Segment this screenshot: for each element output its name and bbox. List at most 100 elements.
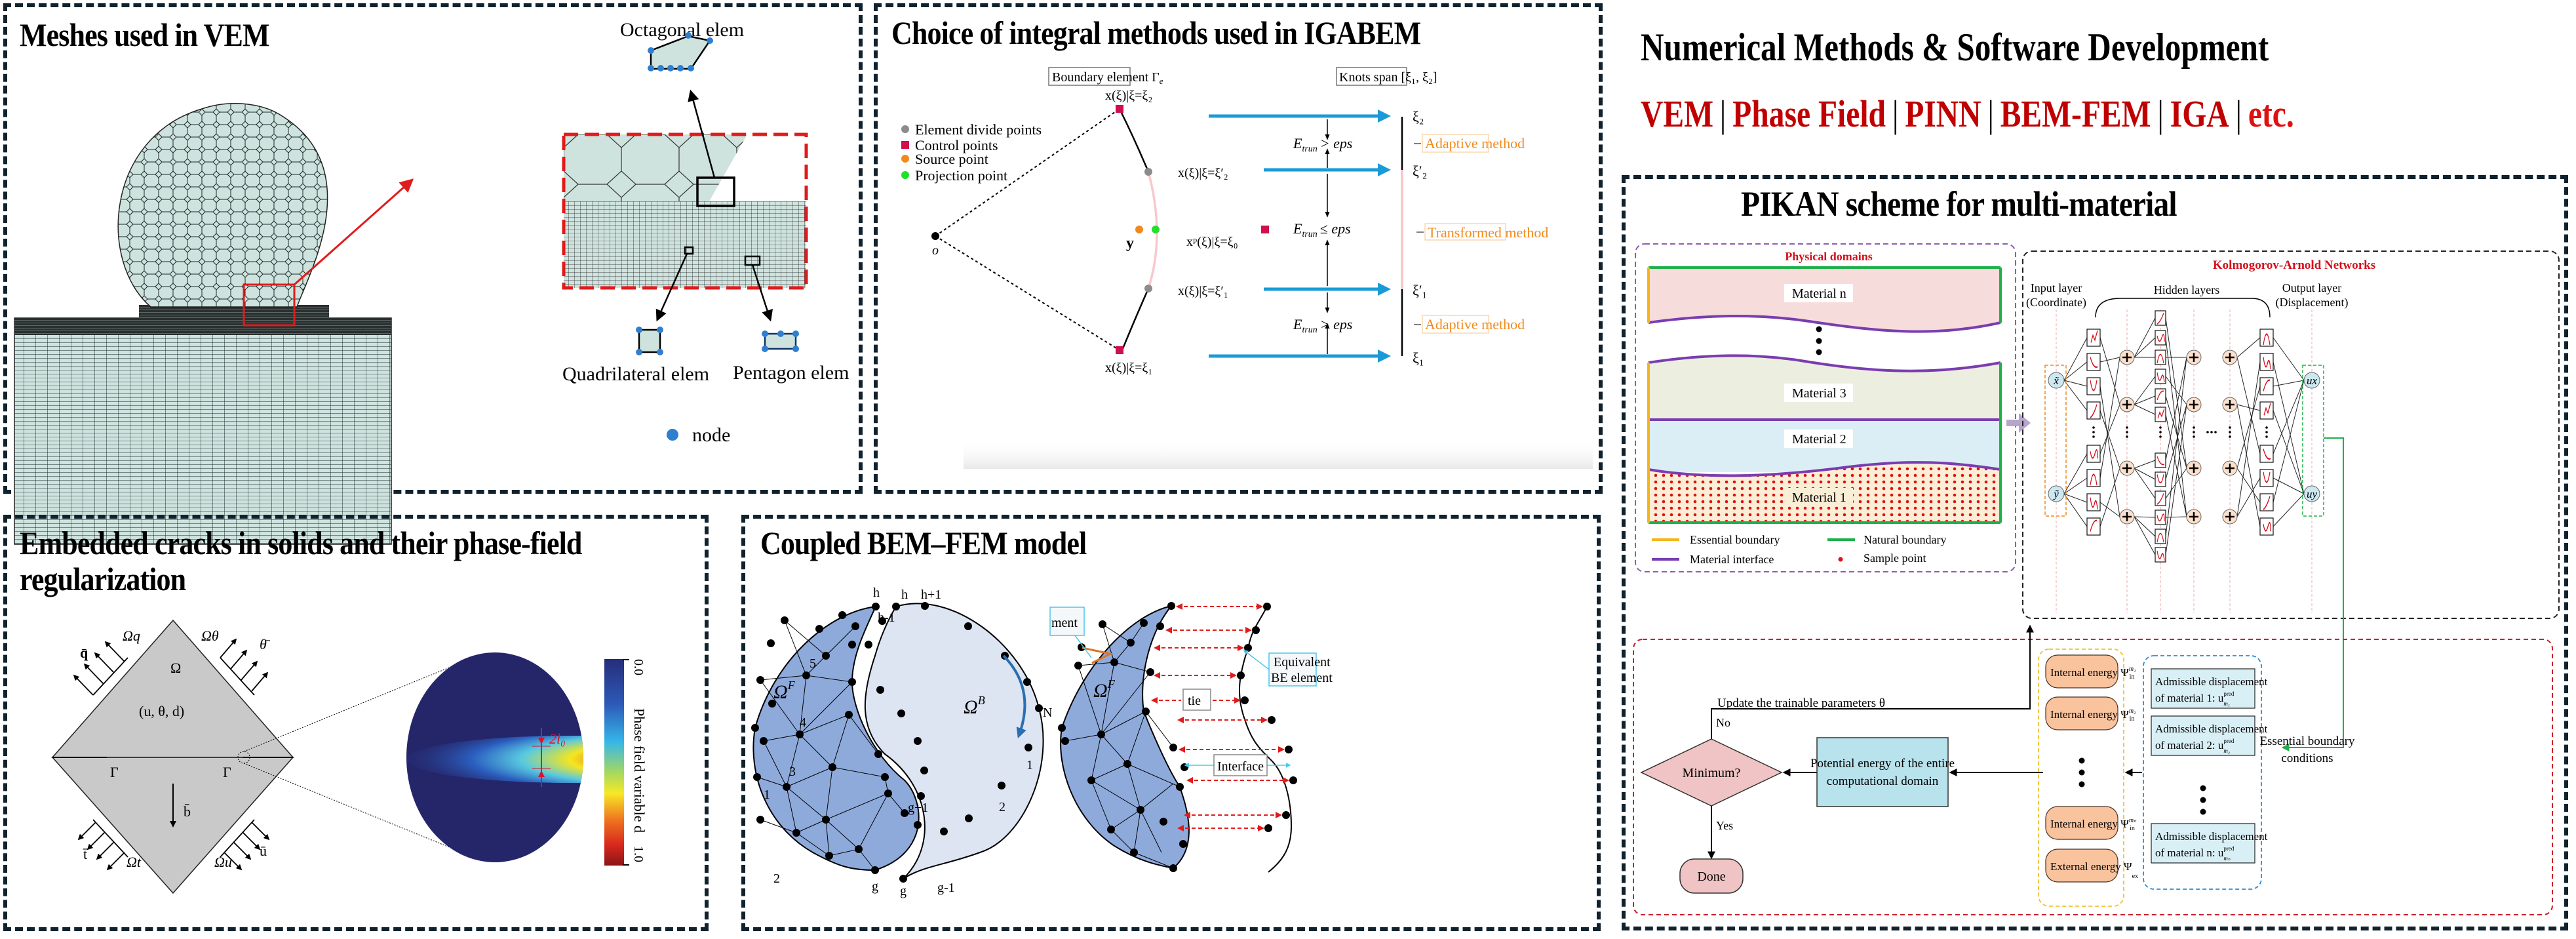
label-g: g (872, 879, 878, 894)
activation-box (2086, 377, 2101, 395)
essential-bc-line2: conditions (2281, 751, 2333, 765)
physical-legend: Essential boundary Natural boundary Mate… (1652, 533, 1946, 566)
plus-icon (2122, 353, 2132, 362)
kan-edge (2273, 380, 2305, 503)
colorbar: 0.0 1.0 Phase field variable d (604, 659, 648, 866)
activation-box (2259, 445, 2274, 463)
input-group-box (2044, 365, 2067, 517)
omega-f-right: ΩF (1093, 677, 1116, 702)
activation-box (2259, 469, 2274, 487)
plus-icon (2122, 464, 2132, 473)
zoom-arrow (294, 178, 414, 286)
element-callout-label: ment (1051, 616, 1078, 630)
activation-curve (2090, 449, 2098, 459)
input-layer-label: Input layer (2031, 281, 2082, 294)
origin-label: o (932, 243, 939, 258)
cond-2-op: ≤ eps (1320, 220, 1351, 237)
colorbar-label: Phase field variable d (631, 708, 648, 833)
radial-line-bottom (935, 235, 1120, 351)
material-1-label: Material 1 (1792, 490, 1846, 505)
ellipsis-dot (2126, 435, 2128, 438)
kan-edge (2165, 357, 2187, 461)
energies-ellipsis (2078, 757, 2085, 788)
activation-curve (2263, 333, 2271, 346)
kan-edge (2165, 404, 2187, 480)
material-n-label: Material n (1792, 287, 1846, 301)
kan-edge (2273, 380, 2305, 387)
output-layer-label: Output layer (2282, 281, 2341, 294)
ellipsis-dot (2092, 435, 2095, 438)
input-layer-sub: (Coordinate) (2026, 296, 2086, 310)
projection-point (1152, 226, 1160, 233)
material-labels: Material n Material 3 Material 2 Materia… (1784, 284, 1853, 506)
cracks-title-line1: Embedded cracks in solids and their phas… (20, 525, 582, 561)
material-3-label: Material 3 (1792, 386, 1846, 401)
activation-curve (2263, 449, 2271, 460)
control-point-top (1116, 105, 1123, 113)
bem-node-labels: h h+1 h-1 N 1 2 g+1 g g-1 (878, 588, 1052, 898)
panel-cracks (3, 515, 709, 931)
mapping-arrows (1209, 110, 1391, 363)
activation-box (2155, 350, 2166, 365)
activation-box (2086, 353, 2101, 371)
method-phase-field: Phase Field (1732, 92, 1886, 135)
potential-line2: computational domain (1827, 774, 1939, 788)
plus-icon (2122, 400, 2132, 409)
activation-box (2086, 493, 2101, 511)
fem-domain-left (752, 605, 920, 871)
ellipsis-dot (2265, 431, 2268, 433)
omega-label: Ω (170, 660, 181, 676)
activation-curve (2263, 522, 2271, 532)
kan-edge (2236, 357, 2261, 454)
fields-label: (u, θ, d) (139, 703, 184, 719)
activation-box (2259, 353, 2274, 371)
plus-icon (2225, 400, 2234, 409)
omega-b: ΩB (964, 694, 985, 718)
bem-domain (864, 603, 1044, 879)
plus-icon (2225, 464, 2234, 473)
activation-box (2259, 493, 2274, 511)
label-h-minus: h-1 (878, 610, 895, 625)
yes-label: Yes (1716, 819, 1733, 832)
cond-1-main: E (1293, 135, 1302, 151)
activation-curve (2156, 493, 2164, 505)
svg-text:Boundary element Γe: Boundary element Γe (1052, 70, 1163, 86)
kan-edge (2063, 361, 2088, 381)
activation-box (2259, 329, 2274, 347)
panel-pikan (1622, 175, 2568, 930)
kan-edge (2165, 468, 2187, 499)
cracks-title-line2: regularization (20, 561, 186, 597)
node-legend-icon (667, 429, 678, 441)
legend-essential-label: Essential boundary (1690, 533, 1780, 546)
label-g-plus: g+1 (908, 801, 928, 815)
width-label: 2l₀ (549, 730, 566, 747)
activation-curve (2156, 353, 2164, 364)
conditions: Etrun> eps Etrun≤ eps Etrun> eps (1293, 135, 1352, 335)
panel-bemfem (741, 515, 1601, 931)
materials-ellipsis (1816, 326, 1822, 355)
knots-span-label: Knots span [ξ₁, ξ₂] (1339, 70, 1437, 85)
label-bottom: x(ξ)|ξ=ξ₁ (1105, 361, 1152, 375)
legend-source-icon (901, 155, 909, 163)
kan-edge (2273, 361, 2305, 494)
label-2: 2 (773, 871, 780, 886)
method-iga: IGA (2170, 92, 2229, 135)
kan-edge (2165, 317, 2187, 469)
displacements-ellipsis (2200, 785, 2206, 815)
activation-curve (2090, 497, 2098, 510)
hidden-layers-brace (2095, 298, 2271, 318)
input-node-y (2048, 485, 2065, 502)
update-text: Update the trainable parameters θ (1717, 696, 1885, 710)
done-terminal (1679, 858, 1744, 894)
divide-point-lower (1144, 285, 1152, 292)
kan-edge (2134, 516, 2156, 555)
kan-layer-labels: Input layer (Coordinate) Hidden layers O… (2026, 281, 2348, 310)
kan-edge (2273, 493, 2305, 527)
ellipsis-dot (2229, 431, 2231, 433)
ellipsis-dot (2193, 426, 2195, 429)
legend-divide-icon (901, 125, 909, 133)
ellipsis-dot (2159, 431, 2162, 433)
